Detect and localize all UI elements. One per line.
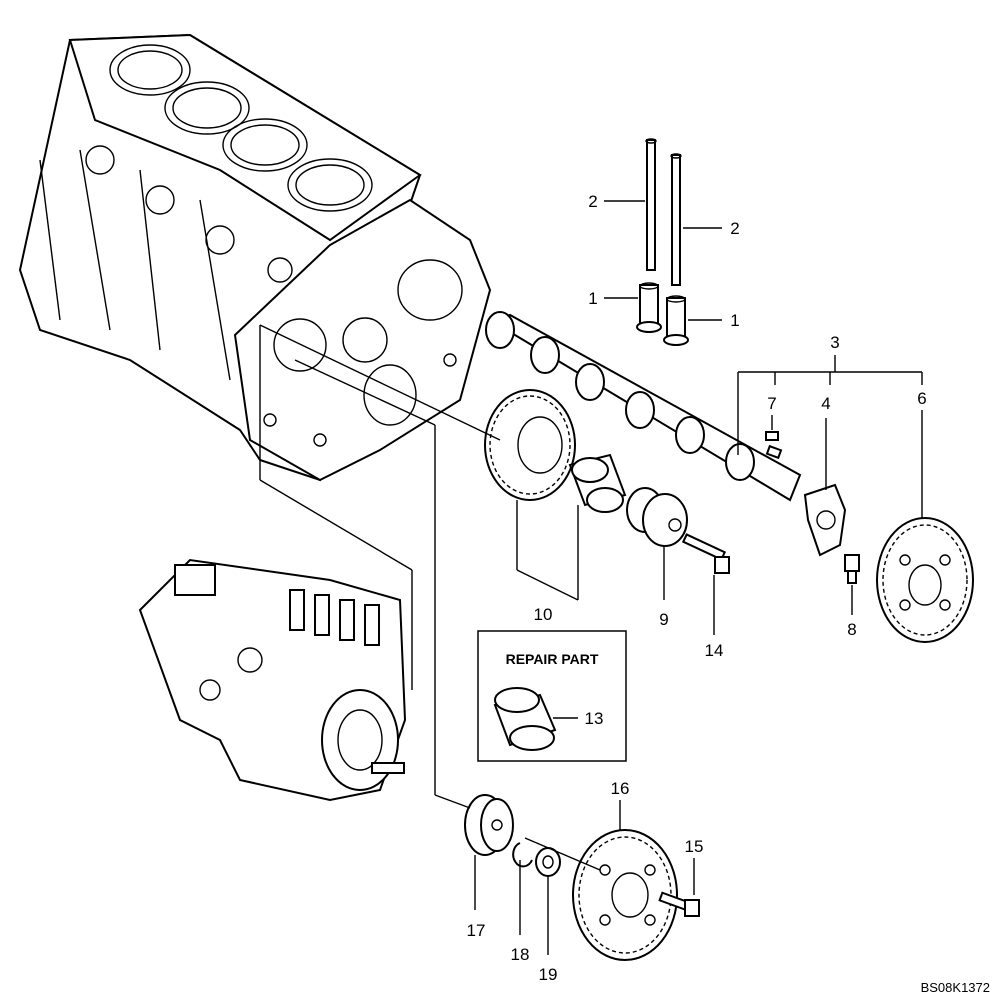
callout-17: 17 [467,921,486,940]
callout-1-left: 1 [588,289,597,308]
callout-10: 10 [534,605,553,624]
repair-part-box: REPAIR PART [477,630,627,762]
callout-19: 19 [539,965,558,984]
callout-8: 8 [847,620,856,639]
fuel-injection-pump [138,558,407,802]
bolt-14 [681,533,730,574]
leader-lines [259,200,923,955]
push-rod-left [646,139,656,271]
tappet-left [639,284,659,328]
engine-block [18,33,492,482]
idler-shaft [626,487,688,547]
key [765,431,779,441]
callouts: 2 2 1 1 3 7 4 6 8 10 9 14 13 16 15 17 18… [467,192,927,984]
camshaft-gear [876,517,974,643]
callout-6: 6 [917,389,926,408]
camshaft [485,311,802,502]
idler-bush [568,453,627,513]
push-rod-right [671,154,681,286]
callout-14: 14 [705,641,724,660]
idler-gear [484,389,576,501]
circlip [512,842,533,868]
callout-15: 15 [685,837,704,856]
push-rods [645,138,682,286]
callout-18: 18 [511,945,530,964]
bolt-8 [844,554,860,584]
drawing-reference: BS08K1372 [921,980,990,995]
tappet-right [666,297,686,341]
callout-3: 3 [830,333,839,352]
callout-2-right: 2 [730,219,739,238]
tappets [636,282,689,346]
repair-part-title: REPAIR PART [506,651,599,667]
nut [535,847,561,877]
callout-9: 9 [659,610,668,629]
thrust-plate [803,483,847,557]
callout-7: 7 [767,394,776,413]
callout-16: 16 [611,779,630,798]
callout-13: 13 [585,709,604,728]
callout-4: 4 [821,394,830,413]
callout-1-right: 1 [730,311,739,330]
pump-hub [464,794,514,856]
bolt-15 [658,891,700,917]
callout-2-left: 2 [588,192,597,211]
